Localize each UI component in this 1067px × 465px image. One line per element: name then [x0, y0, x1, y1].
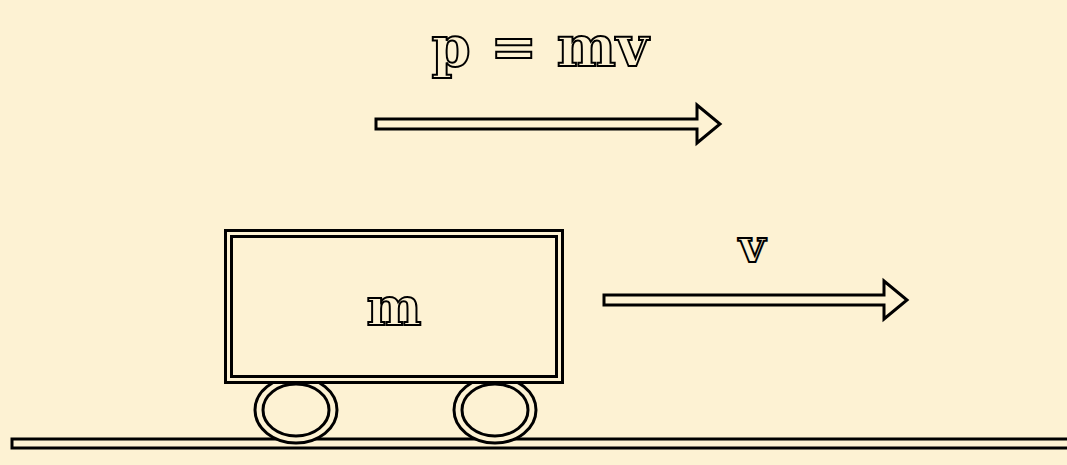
- momentum-formula: p = mv: [432, 18, 649, 74]
- wheel: [454, 377, 536, 443]
- mass-symbol: m: [366, 281, 421, 333]
- velocity-arrow: [604, 281, 907, 319]
- velocity-symbol: v: [739, 223, 766, 269]
- cart-body: m: [224, 229, 564, 384]
- ground-line: [12, 439, 1067, 448]
- momentum-arrow: [376, 105, 720, 143]
- wheel: [255, 377, 337, 443]
